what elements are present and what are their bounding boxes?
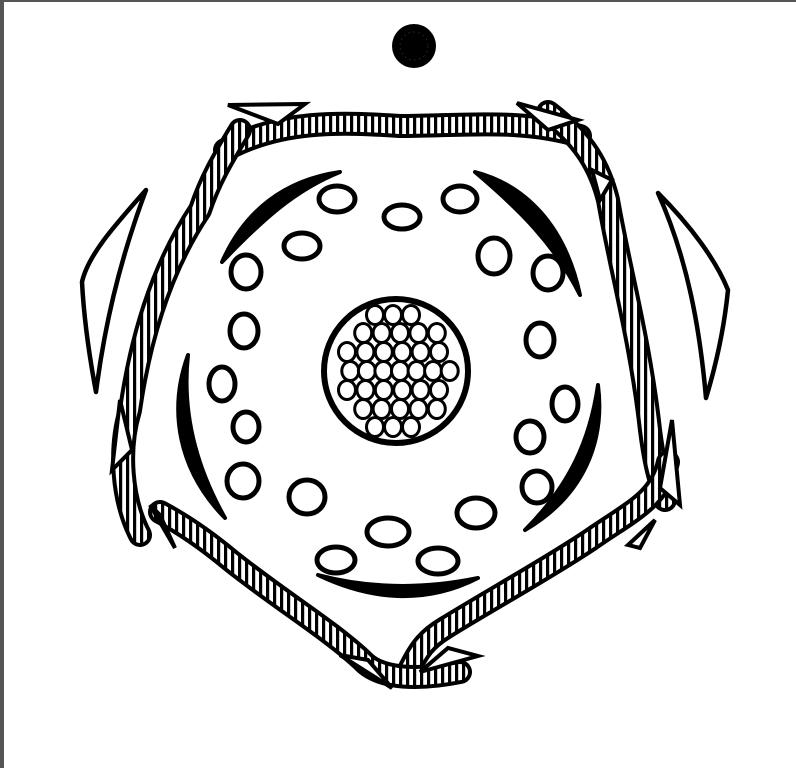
carpel-cell (355, 400, 372, 419)
stamen (289, 480, 325, 514)
stamen (516, 421, 544, 453)
carpel-cell (358, 362, 375, 381)
carpel-cell (412, 381, 429, 400)
carpel-cell (375, 381, 392, 400)
petal (318, 575, 478, 596)
carpel-cell (394, 343, 411, 362)
stamen (552, 387, 578, 421)
carpel-cell (357, 381, 374, 400)
sepal-tip (660, 420, 680, 505)
carpel-cell (339, 381, 356, 400)
stamen (457, 498, 495, 528)
carpel-cell (373, 324, 390, 343)
carpel-cell (367, 418, 384, 437)
floral-axis (392, 24, 436, 68)
carpel-cell (431, 381, 448, 400)
carpel-cell (408, 362, 425, 381)
stamen (209, 367, 235, 401)
gynoecium (324, 299, 468, 443)
carpel-cell (355, 324, 372, 343)
carpel-cell (403, 418, 420, 437)
carpel-cell (410, 324, 427, 343)
carpel-cell (441, 362, 458, 381)
carpel-cell (339, 343, 356, 362)
stamen (233, 412, 259, 442)
stamen (384, 205, 420, 229)
carpel-cell (392, 400, 409, 419)
stamen (443, 186, 477, 212)
carpel-cell (385, 418, 402, 437)
stamen (418, 548, 458, 574)
stamen (317, 547, 355, 573)
stamen (231, 255, 261, 289)
carpel-cell (342, 362, 359, 381)
stamen (284, 233, 320, 259)
petal (222, 172, 340, 262)
carpel-cell (428, 400, 445, 419)
stamen (478, 238, 510, 274)
stamen (367, 518, 409, 546)
carpel-cell (392, 324, 409, 343)
carpel-cell (425, 362, 442, 381)
carpel-cell (431, 343, 448, 362)
stamen (533, 256, 563, 290)
carpel-cell (392, 362, 409, 381)
stamen (526, 323, 554, 357)
stamen (230, 314, 258, 348)
carpel-cell (375, 343, 392, 362)
carpel-cell (403, 306, 420, 325)
carpel-cell (410, 400, 427, 419)
stamen (227, 464, 259, 498)
carpel-cell (357, 343, 374, 362)
stamen (522, 471, 552, 503)
carpel-cell (375, 362, 392, 381)
bracteole-right (658, 193, 728, 398)
stamen (319, 186, 355, 212)
carpel-cell (385, 306, 402, 325)
carpel-cell (367, 306, 384, 325)
carpel-cell (394, 381, 411, 400)
carpel-cell (373, 400, 390, 419)
carpel-cell (428, 324, 445, 343)
carpel-cell (412, 343, 429, 362)
sepal-hatching (123, 130, 240, 535)
